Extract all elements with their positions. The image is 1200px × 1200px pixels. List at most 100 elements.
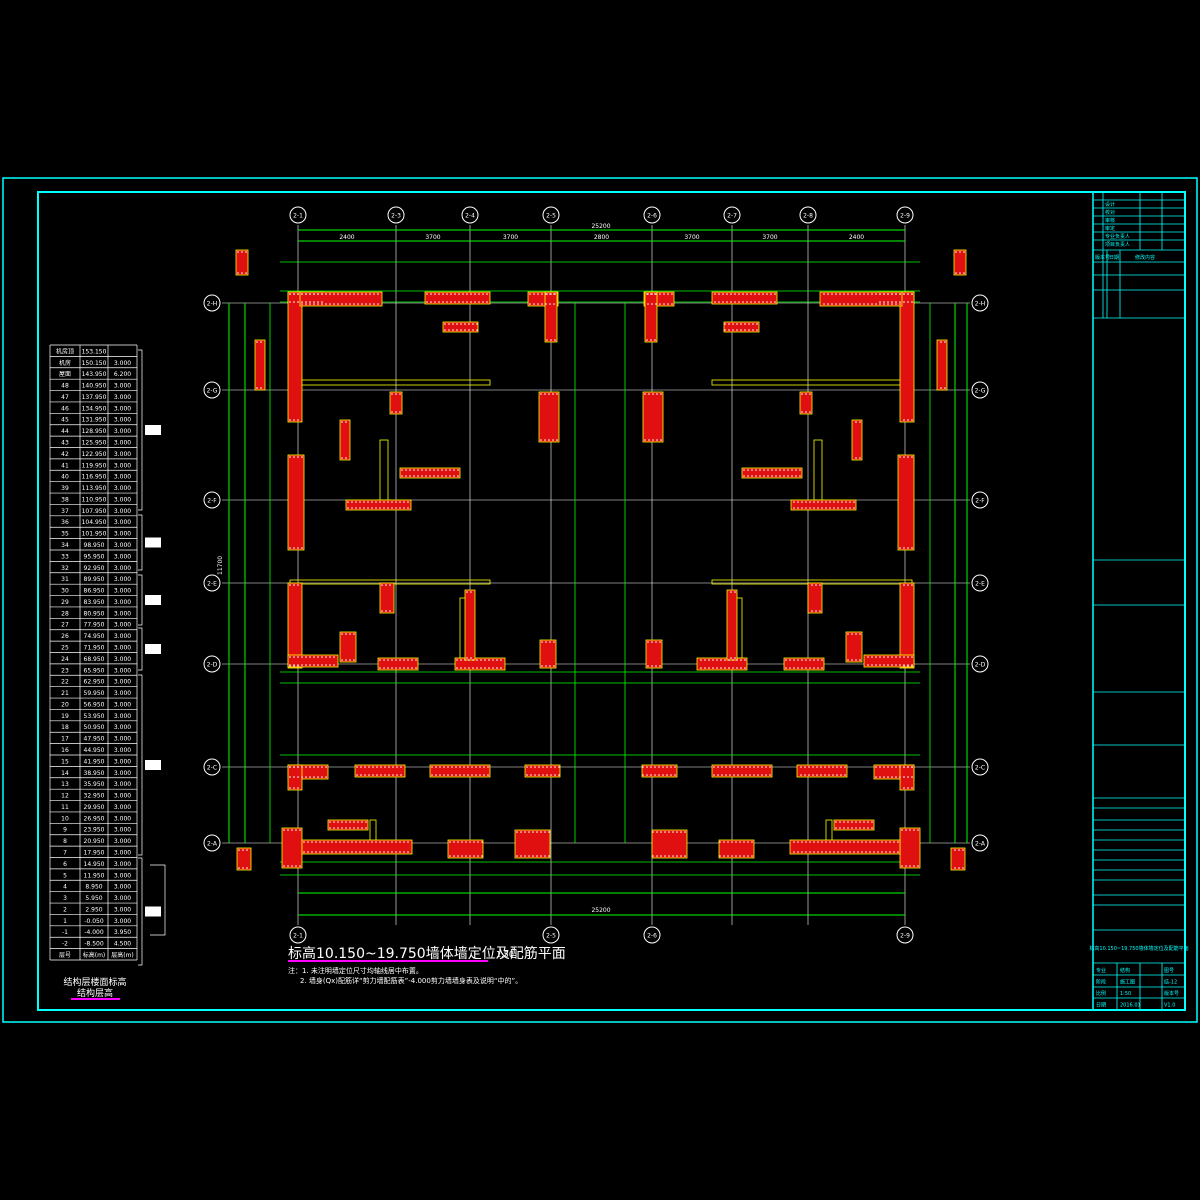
dimension-text: 2400 [339, 234, 354, 241]
rebar-dot [351, 841, 353, 843]
rebar-dot [291, 829, 293, 831]
rebar-dot [903, 584, 905, 586]
axis-bubble-top [643, 206, 661, 224]
table-cell: 3.000 [114, 622, 131, 629]
rebar-dot [885, 841, 887, 843]
rebar-dot [301, 547, 303, 549]
rebar-dot [345, 457, 347, 459]
rebar-dot [457, 841, 459, 843]
axis-bubble-left-label: 2-C [207, 765, 217, 772]
rebar-dot [762, 301, 764, 303]
rebar-dot [809, 841, 811, 843]
rebar-dot [533, 303, 535, 305]
rebar-dot [289, 584, 291, 586]
shear-wall [442, 321, 479, 333]
rebar-dot [421, 469, 423, 471]
rebar-dot [355, 851, 357, 853]
rebar-dot [791, 469, 793, 471]
axis-bubble-bottom [643, 926, 661, 944]
rebar-dot [851, 293, 853, 295]
rebar-dot [801, 667, 803, 669]
rebar-dot [355, 507, 357, 509]
rebar-dot [313, 776, 315, 778]
rebar-dot [309, 293, 311, 295]
axis-bubble-left [203, 381, 221, 399]
table-cell: 45 [61, 417, 69, 424]
rebar-dot [325, 656, 327, 658]
table-cell: 3.000 [114, 713, 131, 720]
table-cell: 3.000 [114, 793, 131, 800]
rebar-dot [769, 766, 771, 768]
rebar-dot [453, 841, 455, 843]
table-cell: 3.000 [114, 747, 131, 754]
rebar-dot [367, 851, 369, 853]
table-cell: 3.000 [114, 485, 131, 492]
rebar-dot [730, 591, 732, 593]
rebar-dot [817, 851, 819, 853]
rebar-dot [289, 787, 291, 789]
rebar-dot [343, 841, 345, 843]
rebar-dot [797, 851, 799, 853]
table-cell: 3.000 [114, 462, 131, 469]
rebar-dot [907, 787, 909, 789]
rebar-dot [805, 851, 807, 853]
rebar-dot [650, 339, 652, 341]
rebar-dot [954, 849, 956, 851]
table-cell: 3.000 [114, 451, 131, 458]
rebar-dot [721, 774, 723, 776]
rebar-dot [540, 439, 542, 441]
rebar-dot [875, 766, 877, 768]
rebar-dot [734, 657, 736, 659]
rebar-dot [446, 301, 448, 303]
rebar-dot [341, 293, 343, 295]
rebar-dot [659, 293, 661, 295]
table-cell: 29 [61, 599, 69, 606]
rebar-dot [391, 851, 393, 853]
rebar-dot [652, 855, 654, 857]
rebar-dot [855, 827, 857, 829]
rebar-dot [853, 841, 855, 843]
table-cell: 33 [61, 553, 69, 560]
rebar-dot [438, 301, 440, 303]
rebar-dot [364, 774, 366, 776]
table-cell: 4 [63, 884, 67, 891]
rebar-dot [883, 766, 885, 768]
rebar-dot [847, 659, 849, 661]
rebar-dot [766, 293, 768, 295]
rebar-dot [380, 774, 382, 776]
rebar-dot [421, 475, 423, 477]
table-cell: 3.000 [114, 576, 131, 583]
rebar-dot [907, 301, 909, 303]
axis-bubble-right [971, 294, 989, 312]
rebar-dot [656, 439, 658, 441]
rebar-dot [309, 303, 311, 305]
rebar-dot [728, 323, 730, 325]
rebar-dot [819, 584, 821, 586]
rebar-dot [430, 301, 432, 303]
rebar-dot [827, 293, 829, 295]
rebar-dot [383, 507, 385, 509]
rebar-dot [407, 507, 409, 509]
shear-wall [281, 827, 303, 869]
rebar-dot [550, 339, 552, 341]
rebar-dot [384, 766, 386, 768]
axis-bubble-left-label: 2-E [207, 581, 217, 588]
table-cell: 3.000 [114, 599, 131, 606]
axis-bubble-right-label: 2-F [975, 498, 985, 505]
rebar-dot [480, 667, 482, 669]
rebar-dot [468, 329, 470, 331]
dimension-text: 2800 [594, 234, 609, 241]
rebar-dot [256, 341, 258, 343]
rebar-dot [674, 774, 676, 776]
table-cell: 32.950 [84, 793, 105, 800]
rebar-dot [744, 659, 746, 661]
rebar-dot [708, 667, 710, 669]
rebar-dot [361, 821, 363, 823]
rebar-dot [879, 293, 881, 295]
rebar-dot [724, 667, 726, 669]
rebar-dot [742, 293, 744, 295]
rebar-dot [668, 855, 670, 857]
title-block-field: 1:50 [1120, 991, 1131, 997]
rebar-dot [829, 507, 831, 509]
